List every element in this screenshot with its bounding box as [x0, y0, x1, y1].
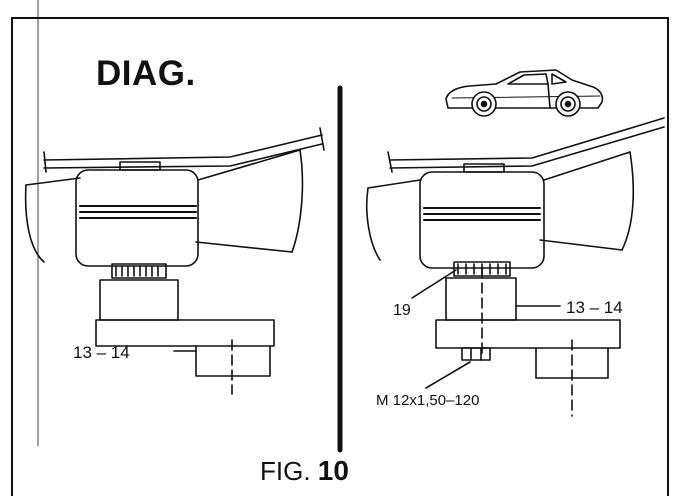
right-height-label: 13 – 14 [566, 298, 623, 317]
ring-label: 19 [393, 302, 411, 319]
sedan-car-icon [445, 69, 604, 117]
figure-number: 10 [317, 455, 349, 486]
figure-caption: FIG. 10 [260, 455, 349, 487]
right-lift-diagram [365, 117, 665, 417]
page-frame [11, 0, 669, 496]
figure-caption-prefix: FIG. [260, 456, 318, 486]
left-lift-diagram [24, 127, 325, 395]
diag-heading: DIAG. [96, 54, 196, 93]
bolt-spec-label: M 12x1,50–120 [376, 392, 480, 409]
left-height-label: 13 – 14 [73, 343, 130, 362]
